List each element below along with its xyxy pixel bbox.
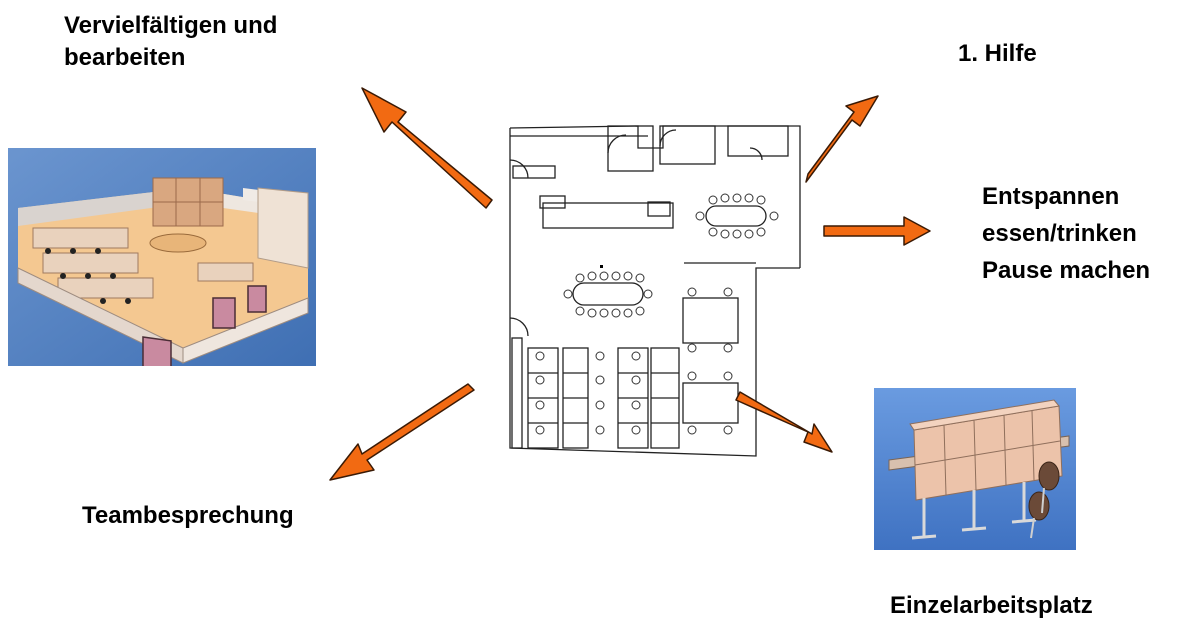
label-single-workplace: Einzelarbeitsplatz	[890, 592, 1093, 619]
workstation-model-image	[874, 388, 1076, 550]
label-first-aid: 1. Hilfe	[958, 40, 1037, 67]
label-relax: Entspannen essen/trinken Pause machen	[982, 183, 1151, 284]
label-copy-edit: Vervielfältigen und bearbeiten	[64, 12, 278, 71]
arrow-copy-edit	[361, 87, 493, 209]
label-team-meeting: Teambesprechung	[82, 502, 294, 529]
arrow-team-meeting	[329, 383, 475, 481]
floor-plan-image	[488, 108, 810, 464]
arrow-first-aid	[805, 95, 879, 183]
arrow-relax	[823, 216, 931, 246]
office-model-image	[8, 148, 316, 366]
